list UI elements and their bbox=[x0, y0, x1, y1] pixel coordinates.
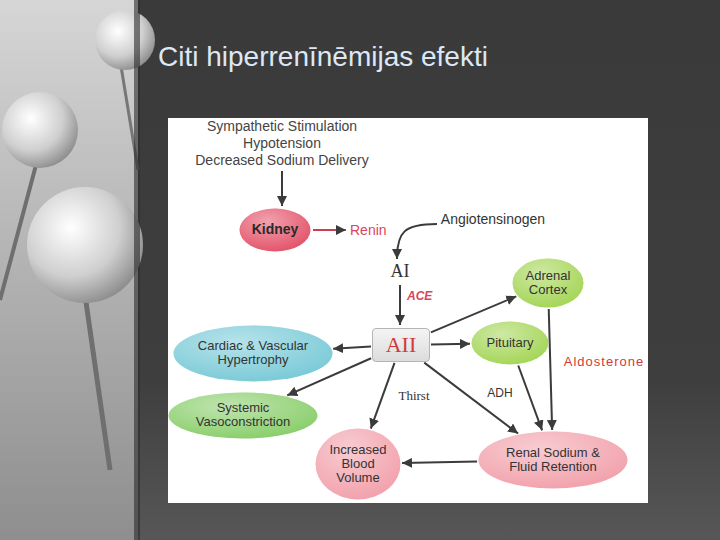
edge-label: ADH bbox=[485, 386, 514, 400]
node-text: Renal Sodium & Fluid Retention bbox=[503, 446, 603, 475]
ellipse-shine bbox=[169, 392, 318, 438]
node-text: Increased Blood Volume bbox=[329, 443, 386, 486]
node-text: AII bbox=[386, 333, 417, 357]
pin-ball bbox=[27, 187, 143, 303]
pin-ball bbox=[2, 92, 78, 168]
ellipse-fill bbox=[472, 322, 549, 365]
conversion-arrow bbox=[399, 285, 401, 325]
effect-arrow bbox=[424, 363, 518, 434]
adrenal-ellipse: Adrenal Cortex bbox=[512, 258, 584, 308]
hormone-box: AII bbox=[372, 328, 430, 362]
input-label: Hypotension bbox=[243, 135, 321, 152]
edge-label: Aldosterone bbox=[562, 354, 646, 370]
ellipse-shine bbox=[240, 209, 311, 252]
effect-arrow bbox=[431, 343, 470, 346]
ellipse-shine bbox=[513, 259, 584, 308]
pituitary-ellipse: Pituitary bbox=[471, 321, 549, 365]
diagram-panel bbox=[168, 118, 648, 503]
ellipse-fill bbox=[316, 429, 401, 500]
renin-arrow bbox=[313, 229, 346, 231]
edge-label: Thirst bbox=[396, 388, 431, 404]
effect-arrow bbox=[518, 365, 542, 430]
node-text: Pituitary bbox=[487, 336, 534, 350]
ellipse-fill bbox=[169, 392, 318, 438]
substrate-label: Angiotensinogen bbox=[441, 211, 545, 228]
input-arrow bbox=[281, 171, 283, 206]
effect-ellipse: Renal Sodium & Fluid Retention bbox=[478, 431, 628, 489]
effect-ellipse: Cardiac & Vascular Hypertrophy bbox=[173, 325, 333, 382]
ellipse-fill bbox=[479, 432, 628, 489]
effect-arrow bbox=[371, 363, 395, 429]
ellipse-fill bbox=[513, 259, 584, 308]
ellipse-fill bbox=[174, 325, 333, 381]
ellipse-shine bbox=[472, 322, 549, 365]
effect-arrow bbox=[402, 462, 477, 464]
ellipse-shine bbox=[316, 429, 401, 500]
conversion-arrow bbox=[397, 224, 437, 259]
node-text: Cardiac & Vascular Hypertrophy bbox=[193, 339, 313, 368]
node-text: Adrenal Cortex bbox=[526, 269, 571, 298]
effect-ellipse: Increased Blood Volume bbox=[315, 428, 401, 500]
effect-ellipse: Systemic Vasoconstriction bbox=[168, 392, 318, 439]
enzyme-label: ACE bbox=[407, 289, 432, 303]
strip-shadow bbox=[134, 0, 140, 540]
ellipse-shine bbox=[479, 432, 628, 489]
node-text: Kidney bbox=[252, 222, 299, 237]
input-label: Decreased Sodium Delivery bbox=[195, 152, 369, 169]
enzyme-label: Renin bbox=[350, 222, 387, 239]
input-label: Sympathetic Stimulation bbox=[207, 118, 357, 135]
slide-title: Citi hiperrenīnēmijas efekti bbox=[158, 40, 488, 74]
kidney-ellipse: Kidney bbox=[239, 208, 311, 252]
hormone-label: AI bbox=[391, 261, 410, 283]
effect-arrow bbox=[549, 309, 552, 430]
ellipse-fill bbox=[240, 209, 311, 252]
pin-ball bbox=[95, 10, 155, 70]
effect-arrow bbox=[333, 347, 371, 349]
node-text: Systemic Vasoconstriction bbox=[196, 401, 290, 430]
ellipse-shine bbox=[174, 325, 333, 381]
